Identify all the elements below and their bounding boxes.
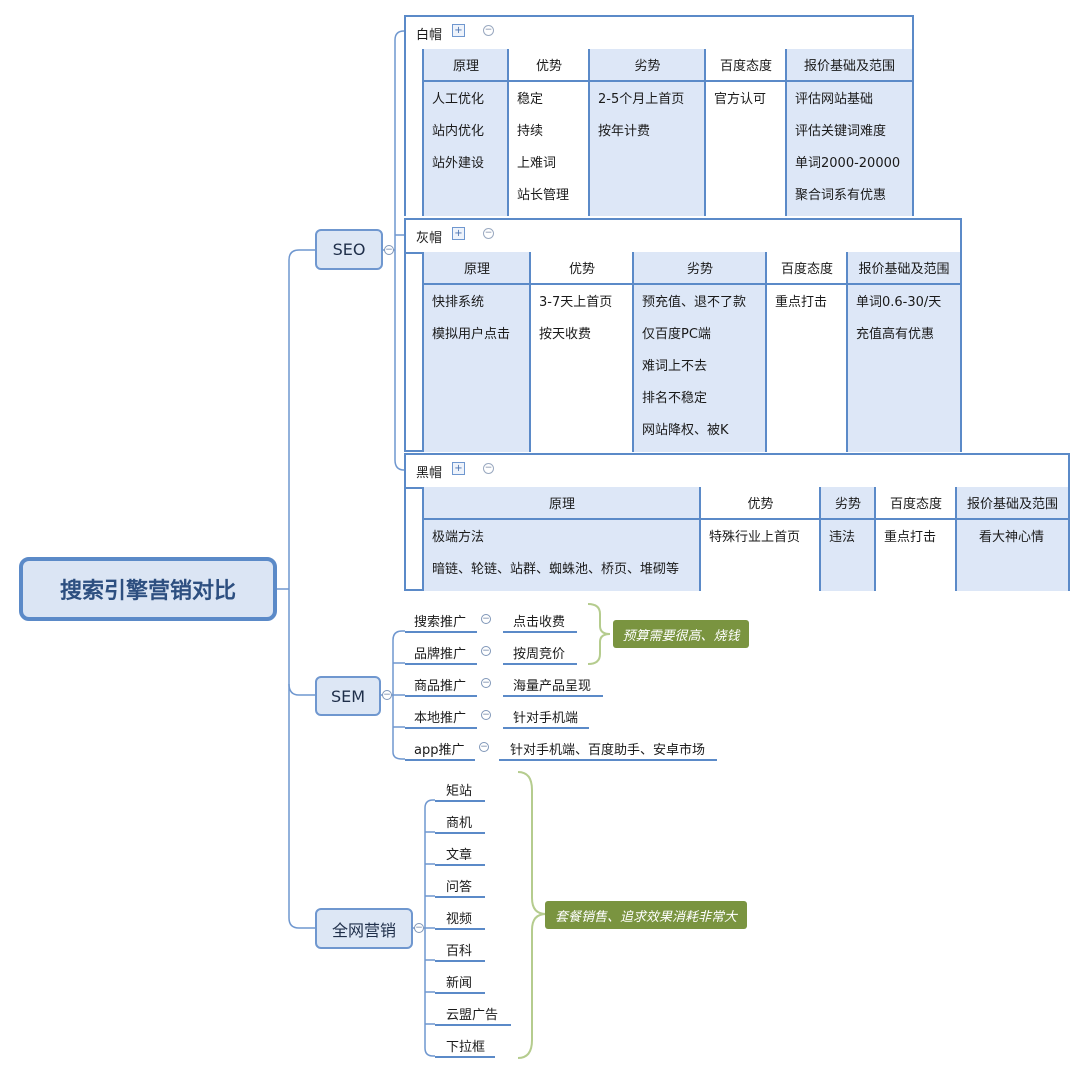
body-cell: 重点打击 (765, 285, 847, 452)
body-cell: 看大神心情 (955, 520, 1068, 591)
body-cell: 3-7天上首页 按天收费 (529, 285, 633, 452)
header-cell: 劣势 (588, 49, 705, 82)
sem-item-name[interactable]: 品牌推广 (414, 647, 467, 662)
sem-item-detail[interactable]: 点击收费 (513, 615, 566, 630)
grey-hat-header-bar: 灰帽 + − (406, 220, 960, 254)
collapse-icon[interactable]: − (483, 463, 494, 474)
seo-label: SEO (332, 240, 366, 259)
collapse-icon[interactable]: − (481, 678, 491, 688)
collapse-icon[interactable]: − (481, 646, 491, 656)
body-cell: 极端方法 暗链、轮链、站群、蜘蛛池、桥页、堆砌等 (422, 520, 700, 591)
header-cell: 原理 (422, 49, 508, 82)
header-cell: 优势 (699, 487, 820, 520)
network-note[interactable]: 套餐销售、追求效果消耗非常大 (545, 901, 747, 929)
sem-item-detail[interactable]: 针对手机端、百度助手、安卓市场 (510, 743, 706, 758)
sem-brace (587, 603, 611, 665)
sem-item-name[interactable]: 搜索推广 (414, 615, 467, 630)
black-hat-title: 黑帽 (416, 466, 443, 481)
white-hat-title: 白帽 (416, 28, 443, 43)
body-cell: 违法 (819, 520, 875, 591)
header-cell: 劣势 (819, 487, 875, 520)
body-cell: 特殊行业上首页 (699, 520, 820, 591)
network-item[interactable]: 云盟广告 (446, 1008, 499, 1023)
root-title: 搜索引擎营销对比 (59, 579, 236, 604)
table-icon[interactable]: + (452, 227, 465, 240)
sem-label: SEM (330, 686, 366, 706)
body-cell: 快排系统 模拟用户点击 (422, 285, 530, 452)
body-cell: 官方认可 (704, 82, 786, 216)
sem-item-name[interactable]: app推广 (414, 743, 465, 758)
sem-item-detail[interactable]: 针对手机端 (513, 711, 579, 726)
body-cell: 人工优化 站内优化 站外建设 (422, 82, 508, 216)
collapse-icon[interactable]: − (483, 228, 494, 239)
network-item[interactable]: 新闻 (446, 976, 473, 991)
sem-item-detail[interactable]: 海量产品呈现 (513, 679, 592, 694)
header-cell: 报价基础及范围 (846, 252, 960, 285)
network-item[interactable]: 视频 (446, 912, 473, 927)
network-item[interactable]: 商机 (446, 816, 473, 831)
black-hat-table: 黑帽 + − 原理 优势 劣势 百度态度 报价基础及范围 极端方法 暗链、轮链、… (404, 453, 1070, 591)
white-hat-table: 白帽 + − 原理 优势 劣势 百度态度 报价基础及范围 人工优化 站内优化 站… (404, 15, 914, 216)
sem-node[interactable]: SEM (315, 676, 381, 716)
header-cell: 百度态度 (704, 49, 786, 82)
table-icon[interactable]: + (452, 24, 465, 37)
collapse-icon[interactable]: − (479, 742, 489, 752)
grey-hat-title: 灰帽 (416, 231, 443, 246)
network-item[interactable]: 下拉框 (446, 1040, 486, 1055)
black-hat-header-bar: 黑帽 + − (406, 455, 1068, 489)
network-marketing-node[interactable]: 全网营销 (315, 908, 413, 949)
grey-hat-table: 灰帽 + − 原理 优势 劣势 百度态度 报价基础及范围 快排系统 模拟用户点击… (404, 218, 962, 452)
collapse-icon[interactable]: − (483, 25, 494, 36)
sem-note[interactable]: 预算需要很高、烧钱 (613, 620, 749, 648)
sem-item-detail[interactable]: 按周竞价 (513, 647, 566, 662)
header-cell: 报价基础及范围 (955, 487, 1068, 520)
header-cell: 报价基础及范围 (785, 49, 912, 82)
collapse-icon[interactable]: − (481, 710, 491, 720)
network-label: 全网营销 (331, 920, 396, 940)
table-icon[interactable]: + (452, 462, 465, 475)
body-cell: 评估网站基础 评估关键词难度 单词2000-20000 聚合词系有优惠 (785, 82, 912, 216)
seo-node[interactable]: SEO (315, 229, 383, 270)
header-cell: 优势 (529, 252, 633, 285)
network-item[interactable]: 矩站 (446, 784, 473, 799)
header-cell: 百度态度 (765, 252, 847, 285)
body-cell: 重点打击 (874, 520, 956, 591)
network-collapse-icon[interactable]: − (414, 923, 424, 933)
header-cell: 百度态度 (874, 487, 956, 520)
collapse-icon[interactable]: − (481, 614, 491, 624)
network-item[interactable]: 问答 (446, 880, 473, 895)
header-cell: 原理 (422, 252, 530, 285)
seo-collapse-icon[interactable]: − (384, 245, 394, 255)
network-item[interactable]: 文章 (446, 848, 473, 863)
header-cell: 优势 (507, 49, 589, 82)
root-topic[interactable]: 搜索引擎营销对比 (19, 557, 277, 621)
body-cell: 单词0.6-30/天 充值高有优惠 (846, 285, 960, 452)
white-hat-header-bar: 白帽 + − (406, 17, 912, 51)
sem-collapse-icon[interactable]: − (382, 690, 392, 700)
header-cell: 劣势 (632, 252, 766, 285)
header-cell: 原理 (422, 487, 700, 520)
body-cell: 稳定 持续 上难词 站长管理 (507, 82, 589, 216)
body-cell: 预充值、退不了款 仅百度PC端 难词上不去 排名不稳定 网站降权、被K (632, 285, 766, 452)
sem-item-name[interactable]: 商品推广 (414, 679, 467, 694)
sem-item-name[interactable]: 本地推广 (414, 711, 467, 726)
network-brace (517, 771, 547, 1059)
network-item[interactable]: 百科 (446, 944, 473, 959)
body-cell: 2-5个月上首页 按年计费 (588, 82, 705, 216)
